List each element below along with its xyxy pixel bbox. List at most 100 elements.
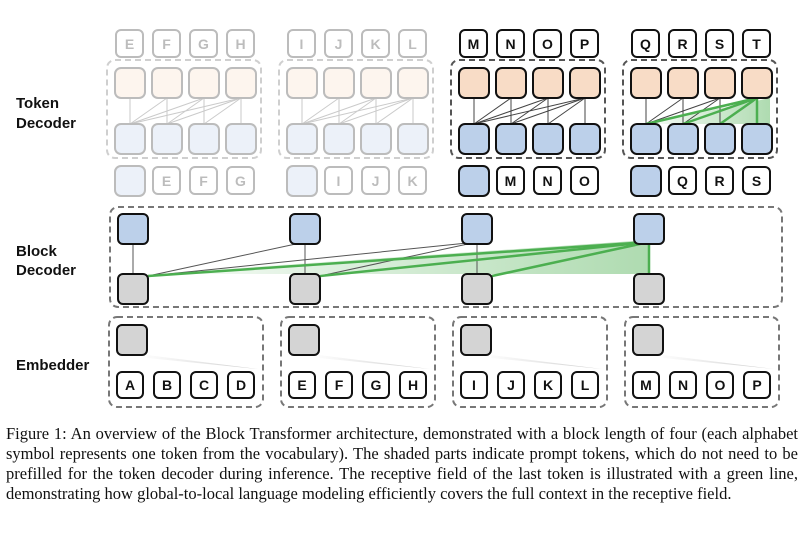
token-hidden-square [704,67,736,99]
embed-token-box [571,371,599,399]
token-hidden-square [114,67,146,99]
block-output-square [289,213,321,245]
token-decoder-frame [106,59,262,159]
embed-token-box [227,371,255,399]
output-token-label: Q [640,36,651,52]
token-attention-line [129,97,205,125]
figure-caption: Figure 1: An overview of the Block Trans… [6,424,798,503]
token-hidden-square [495,67,527,99]
output-token-label: F [162,36,171,52]
embed-token-box [116,371,144,399]
label-token-decoder-line2: Decoder [16,115,76,132]
input-token-label: J [372,173,380,189]
embed-token-box [153,371,181,399]
embed-token-box [190,371,218,399]
token-attention-line [129,97,242,125]
output-token-box [152,29,181,58]
input-token-label: Q [677,173,688,189]
receptive-field-line [682,96,758,126]
embed-token-box [288,371,316,399]
input-token-box [226,166,255,195]
block-receptive-field-fill [148,240,649,274]
output-token-box [398,29,427,58]
token-decoder-frame [278,59,434,159]
output-token-box [570,29,599,58]
token-attention-line [473,97,549,125]
output-token-box [705,29,734,58]
input-token-label: S [752,173,761,189]
block-output-square [461,213,493,245]
embed-token-label: F [335,377,344,393]
token-hidden-square [225,67,257,99]
output-token-label: N [505,36,515,52]
input-token-box [742,166,771,195]
token-attention-line [375,97,414,125]
token-hidden-square [360,67,392,99]
token-attention-line [645,97,721,125]
block-output-square [117,213,149,245]
output-token-box [324,29,353,58]
token-attention-line [166,97,205,125]
input-token-box [398,166,427,195]
output-token-label: T [752,36,761,52]
token-hidden-square [397,67,429,99]
block-input-square [633,273,665,305]
output-token-label: K [370,36,380,52]
output-token-label: E [125,36,134,52]
embed-token-label: G [371,377,382,393]
token-attention-line [473,97,586,125]
token-input-square [286,123,318,155]
embed-token-label: A [125,377,135,393]
output-token-label: P [580,36,589,52]
block-input-square [117,273,149,305]
embedder-output-square [460,324,492,356]
token-input-square [630,123,662,155]
token-hidden-square [741,67,773,99]
token-attention-line [547,97,586,125]
output-token-label: M [468,36,480,52]
output-token-label: J [335,36,343,52]
embed-token-box [399,371,427,399]
token-hidden-square [458,67,490,99]
token-attention-line [166,97,242,125]
embed-token-label: J [507,377,515,393]
output-token-label: H [235,36,245,52]
embedder-frame [108,316,264,408]
context-embedding-square [286,165,318,197]
token-attention-line [129,97,168,125]
token-input-square [532,123,564,155]
embed-token-box [743,371,771,399]
embed-token-box [497,371,525,399]
output-token-box [668,29,697,58]
embed-token-label: E [297,377,306,393]
input-token-box [496,166,525,195]
receptive-field-line [645,96,758,126]
embed-token-box [362,371,390,399]
label-token-decoder-line1: Token [16,95,59,112]
input-token-label: R [714,173,724,189]
embedder-shading [147,355,258,369]
embed-token-label: O [715,377,726,393]
token-input-square [397,123,429,155]
embedder-shading [491,355,602,369]
output-token-box [742,29,771,58]
embed-token-box [534,371,562,399]
input-token-box [152,166,181,195]
embed-token-box [706,371,734,399]
block-input-square [461,273,493,305]
context-embedding-square [630,165,662,197]
embedder-shading [663,355,774,369]
block-output-square [633,213,665,245]
token-hidden-square [667,67,699,99]
input-token-box [361,166,390,195]
input-token-label: N [542,173,552,189]
token-attention-line [301,97,340,125]
output-token-box [631,29,660,58]
embed-token-label: H [408,377,418,393]
input-token-box [324,166,353,195]
input-token-box [570,166,599,195]
